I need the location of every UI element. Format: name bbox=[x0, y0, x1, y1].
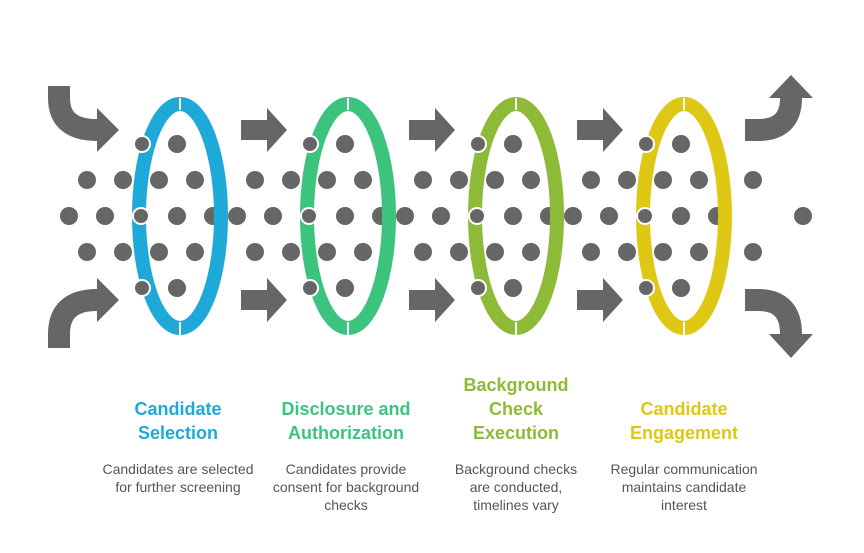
dot bbox=[301, 279, 319, 297]
stage-4-title: Candidate Engagement bbox=[629, 399, 739, 443]
dot bbox=[132, 207, 150, 225]
dot bbox=[504, 279, 522, 297]
dot bbox=[78, 243, 96, 261]
dot bbox=[60, 207, 78, 225]
dot bbox=[246, 243, 264, 261]
curved-arrow-out-top-icon bbox=[745, 75, 813, 141]
dot bbox=[654, 171, 672, 189]
stage-4-description: Regular communication maintains candidat… bbox=[610, 461, 758, 513]
dot bbox=[690, 171, 708, 189]
stage-2-description: Candidates provide consent for backgroun… bbox=[272, 461, 420, 513]
curved-arrow-in-bottom-icon bbox=[48, 278, 119, 348]
dot bbox=[396, 207, 414, 225]
dot bbox=[168, 135, 186, 153]
dot bbox=[186, 243, 204, 261]
dot bbox=[486, 243, 504, 261]
dot bbox=[78, 171, 96, 189]
dot bbox=[690, 243, 708, 261]
dot bbox=[582, 171, 600, 189]
stage-2-title: Disclosure and Authorization bbox=[281, 399, 411, 443]
stage-4-text: Candidate Engagement Regular communicati… bbox=[604, 0, 764, 553]
dot bbox=[133, 135, 151, 153]
dot bbox=[318, 171, 336, 189]
dot bbox=[336, 279, 354, 297]
dot bbox=[150, 243, 168, 261]
dot bbox=[228, 207, 246, 225]
dot bbox=[672, 279, 690, 297]
flow-arrows bbox=[48, 75, 813, 358]
dot bbox=[150, 171, 168, 189]
dot bbox=[744, 243, 762, 261]
dot bbox=[504, 207, 522, 225]
stage-3-title: Background Check Execution bbox=[463, 375, 569, 443]
dot bbox=[264, 207, 282, 225]
outlined-dots bbox=[132, 135, 655, 297]
dot bbox=[522, 171, 540, 189]
dot bbox=[637, 279, 655, 297]
dot bbox=[354, 243, 372, 261]
dot bbox=[133, 279, 151, 297]
dot bbox=[469, 135, 487, 153]
dot bbox=[618, 243, 636, 261]
dot bbox=[300, 207, 318, 225]
dot bbox=[600, 207, 618, 225]
dot bbox=[246, 171, 264, 189]
stage-2-text: Disclosure and Authorization Candidates … bbox=[266, 0, 426, 553]
curved-arrow-out-bottom-icon bbox=[745, 289, 813, 358]
dot bbox=[469, 279, 487, 297]
dot bbox=[450, 243, 468, 261]
stage-3-description: Background checks are conducted, timelin… bbox=[454, 461, 578, 513]
stage-3-text: Background Check Execution Background ch… bbox=[436, 0, 596, 553]
dot bbox=[618, 171, 636, 189]
right-arrow-icon bbox=[241, 278, 287, 322]
dot bbox=[318, 243, 336, 261]
dot bbox=[301, 135, 319, 153]
dot bbox=[414, 243, 432, 261]
dot bbox=[582, 243, 600, 261]
dot bbox=[168, 207, 186, 225]
dot bbox=[114, 243, 132, 261]
dot bbox=[450, 171, 468, 189]
right-arrow-icon bbox=[241, 108, 287, 152]
dot bbox=[486, 171, 504, 189]
dot bbox=[672, 135, 690, 153]
dot bbox=[336, 207, 354, 225]
right-arrow-icon bbox=[577, 278, 623, 322]
dot bbox=[414, 171, 432, 189]
dot bbox=[672, 207, 690, 225]
stage-1-text: Candidate Selection Candidates are selec… bbox=[98, 0, 258, 553]
stage-1-description: Candidates are selected for further scre… bbox=[102, 461, 254, 495]
dot bbox=[468, 207, 486, 225]
dot bbox=[96, 207, 114, 225]
dot bbox=[744, 171, 762, 189]
dot bbox=[282, 171, 300, 189]
stage-1-title: Candidate Selection bbox=[134, 399, 222, 443]
dot bbox=[564, 207, 582, 225]
dot bbox=[336, 135, 354, 153]
curved-arrow-in-top-icon bbox=[48, 86, 119, 152]
right-arrow-icon bbox=[409, 278, 455, 322]
dot bbox=[794, 207, 812, 225]
right-arrow-icon bbox=[409, 108, 455, 152]
dot bbox=[114, 171, 132, 189]
dot bbox=[282, 243, 300, 261]
dot bbox=[168, 279, 186, 297]
dot bbox=[654, 243, 672, 261]
dot bbox=[186, 171, 204, 189]
dot bbox=[432, 207, 450, 225]
dot bbox=[354, 171, 372, 189]
right-arrow-icon bbox=[577, 108, 623, 152]
dot bbox=[636, 207, 654, 225]
dot bbox=[522, 243, 540, 261]
dot bbox=[504, 135, 522, 153]
dot bbox=[637, 135, 655, 153]
